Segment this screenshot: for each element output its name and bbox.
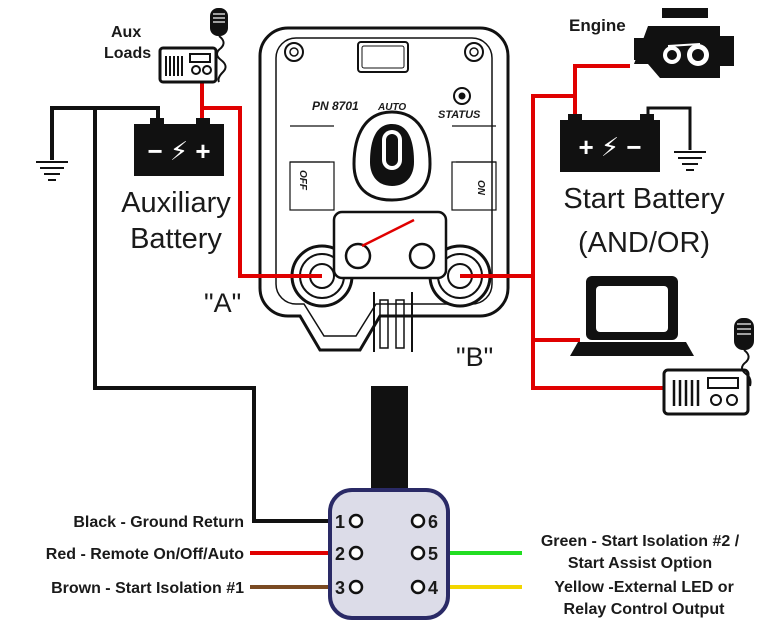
auto-label: AUTO bbox=[377, 102, 406, 113]
yellow-wire-label-line2: Relay Control Output bbox=[564, 601, 726, 618]
pin-6-number: 6 bbox=[428, 512, 438, 532]
start-battery-label-line2: (AND/OR) bbox=[578, 227, 710, 259]
microphone-icon bbox=[734, 318, 754, 387]
pin-5-number: 5 bbox=[428, 544, 438, 564]
green-wire-label-line1: Green - Start Isolation #2 / bbox=[541, 533, 740, 550]
brown-wire-label: Brown - Start Isolation #1 bbox=[51, 580, 244, 597]
laptop-positive-wire bbox=[531, 276, 580, 342]
pin-4 bbox=[410, 579, 426, 595]
pin-3 bbox=[348, 579, 364, 595]
pin-6 bbox=[410, 513, 426, 529]
terminal-a-label: "A" bbox=[204, 288, 241, 318]
engine-positive-wire bbox=[573, 64, 630, 96]
pin-5 bbox=[410, 545, 426, 561]
pin-2 bbox=[348, 545, 364, 561]
radio-icon bbox=[158, 46, 218, 84]
microphone-icon bbox=[210, 8, 228, 83]
start-ground-wire bbox=[646, 106, 692, 150]
battery-icon: − ⚡ + bbox=[134, 118, 224, 176]
start-battery-label-line1: Start Battery bbox=[563, 183, 725, 215]
six-pin-connector: 1 2 3 6 5 4 bbox=[328, 478, 450, 620]
radio-icon bbox=[662, 368, 750, 416]
red-wire-label: Red - Remote On/Off/Auto bbox=[46, 546, 244, 563]
status-label: STATUS bbox=[438, 109, 481, 121]
engine-label: Engine bbox=[569, 16, 626, 35]
terminal-b-label: "B" bbox=[456, 342, 493, 372]
pin-4-number: 4 bbox=[428, 578, 438, 598]
aux-battery-symbol: − ⚡ + bbox=[147, 136, 210, 166]
pin-3-number: 3 bbox=[335, 578, 345, 598]
off-label: OFF bbox=[297, 170, 308, 191]
aux-loads-label-line1: Aux bbox=[111, 24, 141, 41]
wires bbox=[50, 64, 692, 589]
aux-ground-wire bbox=[50, 106, 160, 160]
pin-2-number: 2 bbox=[335, 544, 345, 564]
auxiliary-battery-label-line1: Auxiliary bbox=[121, 187, 231, 219]
engine-icon bbox=[634, 8, 734, 78]
black-ground-return-wire bbox=[93, 108, 330, 523]
ground-icon bbox=[674, 151, 706, 171]
part-number-label: PN 8701 bbox=[312, 99, 359, 113]
green-wire-label-line2: Start Assist Option bbox=[568, 555, 712, 572]
aux-loads-label-line2: Loads bbox=[104, 45, 151, 62]
battery-icon: + ⚡ − bbox=[560, 114, 660, 172]
yellow-wire-label-line1: Yellow -External LED or bbox=[554, 579, 734, 596]
pin-1 bbox=[348, 513, 364, 529]
radio-positive-wire bbox=[531, 340, 668, 390]
laptop-icon bbox=[570, 276, 694, 356]
ground-icon bbox=[36, 161, 68, 181]
start-battery-symbol: + ⚡ − bbox=[578, 132, 641, 162]
black-wire-label: Black - Ground Return bbox=[73, 514, 244, 531]
on-label: ON bbox=[475, 180, 486, 196]
auxiliary-battery-label-line2: Battery bbox=[130, 223, 222, 255]
pin-1-number: 1 bbox=[335, 512, 345, 532]
battery-isolator-device: PN 8701 AUTO STATUS OFF ON bbox=[240, 26, 533, 486]
